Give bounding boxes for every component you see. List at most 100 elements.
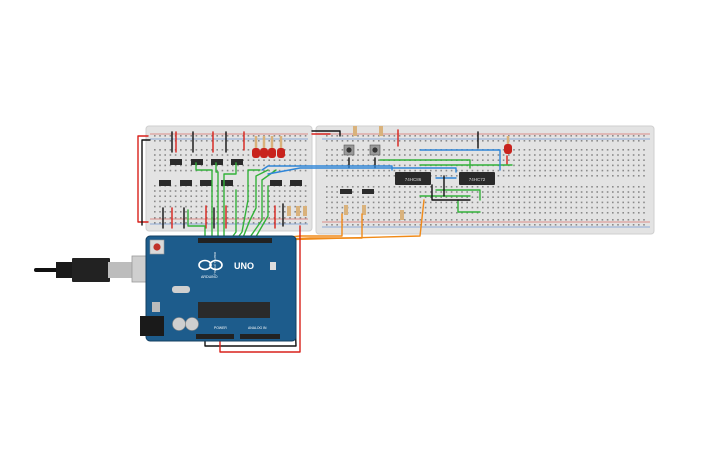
wire-red[interactable] <box>137 135 149 223</box>
breadboard-hole <box>523 164 526 167</box>
breadboard-hole <box>601 201 604 204</box>
wire-black[interactable] <box>311 130 341 137</box>
wire-green[interactable] <box>435 189 481 201</box>
dc-power-jack[interactable] <box>140 316 164 336</box>
digital-header[interactable] <box>198 238 272 243</box>
breadboard-hole <box>247 217 250 219</box>
reset-button-icon <box>153 243 161 251</box>
breadboard-hole <box>221 200 224 203</box>
breadboard-hole <box>544 212 546 214</box>
breadboard-hole <box>476 212 479 214</box>
resistor[interactable] <box>303 206 307 216</box>
led-4[interactable] <box>277 136 285 158</box>
slide-switch[interactable] <box>231 159 243 165</box>
slide-switch[interactable] <box>170 159 182 165</box>
slide-switch[interactable] <box>290 180 302 186</box>
wire-green[interactable] <box>223 162 237 241</box>
slide-switch[interactable] <box>180 180 192 186</box>
wire-green[interactable] <box>253 185 269 241</box>
breadboard-hole <box>258 135 260 137</box>
breadboard-hole <box>606 149 609 151</box>
switch-bank-right[interactable] <box>340 189 374 194</box>
wire-blue[interactable] <box>267 167 457 175</box>
power-header[interactable] <box>196 334 234 339</box>
led-2[interactable] <box>260 136 268 158</box>
breadboard-hole <box>544 135 546 137</box>
breadboard-hole <box>164 222 166 224</box>
pushbutton-2[interactable] <box>369 144 381 156</box>
slide-switch[interactable] <box>200 180 212 186</box>
wire-red[interactable] <box>219 225 301 353</box>
wire-green[interactable] <box>195 162 213 241</box>
breadboard-hole <box>617 201 619 204</box>
resistor[interactable] <box>400 210 404 220</box>
breadboard-hole <box>252 140 255 142</box>
led-3[interactable] <box>268 136 276 158</box>
breadboard-hole <box>627 196 630 198</box>
breadboard-hole <box>393 219 396 221</box>
breadboard-hole <box>409 164 411 167</box>
wire-green[interactable] <box>235 169 261 241</box>
wire-green[interactable] <box>457 199 481 213</box>
led-1[interactable] <box>252 136 260 158</box>
slide-switch[interactable] <box>159 180 171 186</box>
slide-switch[interactable] <box>340 189 352 194</box>
breadboard-hole <box>601 169 604 172</box>
ic-chip-2[interactable]: 74HC72 <box>459 172 495 185</box>
breadboard-hole <box>304 185 307 187</box>
breadboard-hole <box>471 154 474 156</box>
breadboard-hole <box>258 140 260 142</box>
breadboard-hole <box>612 186 614 188</box>
breadboard-hole <box>357 169 359 172</box>
breadboard-hole <box>508 159 510 161</box>
slide-switch[interactable] <box>211 159 223 165</box>
breadboard-hole <box>435 169 437 172</box>
wire-green[interactable] <box>241 169 269 241</box>
breadboard-hole <box>601 186 604 188</box>
slide-switch[interactable] <box>362 189 374 194</box>
wire-green[interactable] <box>215 162 219 241</box>
breadboard-hole <box>409 149 411 151</box>
switch-bank-top[interactable] <box>170 159 243 165</box>
usb-cable[interactable] <box>34 255 163 283</box>
breadboard-hole <box>596 186 598 188</box>
breadboard-hole <box>346 169 349 172</box>
pushbutton-1[interactable] <box>343 144 355 156</box>
resistor[interactable] <box>362 205 366 215</box>
resistor[interactable] <box>353 126 357 136</box>
breadboard-hole <box>617 135 619 137</box>
breadboard-hole <box>336 135 338 137</box>
breadboard-hole <box>341 154 344 156</box>
switch-bank-bottom[interactable] <box>159 180 302 186</box>
wire-green[interactable] <box>247 169 277 241</box>
resistor[interactable] <box>287 206 291 216</box>
wire-orange[interactable] <box>273 199 425 241</box>
slide-switch[interactable] <box>270 180 282 186</box>
resistor[interactable] <box>379 126 383 136</box>
breadboard-hole <box>216 222 218 224</box>
arduino-uno-board[interactable]: UNO ARDUINO DIGITAL (PWM~) POWER ANALOG … <box>140 235 297 342</box>
breadboard-hole <box>216 185 218 187</box>
usb-plug-body <box>56 262 74 278</box>
slide-switch[interactable] <box>191 159 203 165</box>
breadboard-hole <box>195 190 198 192</box>
wire-black[interactable] <box>431 184 471 201</box>
breadboard-hole <box>357 140 359 142</box>
breadboard-hole <box>523 175 526 177</box>
breadboard-hole <box>534 149 536 151</box>
analog-header[interactable] <box>240 334 280 339</box>
breadboard-hole <box>362 175 364 177</box>
led-5[interactable] <box>504 136 512 154</box>
breadboard-hole <box>617 196 619 198</box>
resistor[interactable] <box>296 206 300 216</box>
wire-black[interactable] <box>141 139 151 226</box>
breadboard-hole <box>492 186 494 188</box>
breadboard-hole <box>398 201 401 204</box>
ic-chip-1[interactable]: 74HC86 <box>395 172 431 185</box>
wire-blue[interactable] <box>419 149 501 171</box>
slide-switch[interactable] <box>221 180 233 186</box>
resistor[interactable] <box>344 205 348 215</box>
breadboard-hole <box>534 224 536 226</box>
wire-green[interactable] <box>187 209 206 241</box>
